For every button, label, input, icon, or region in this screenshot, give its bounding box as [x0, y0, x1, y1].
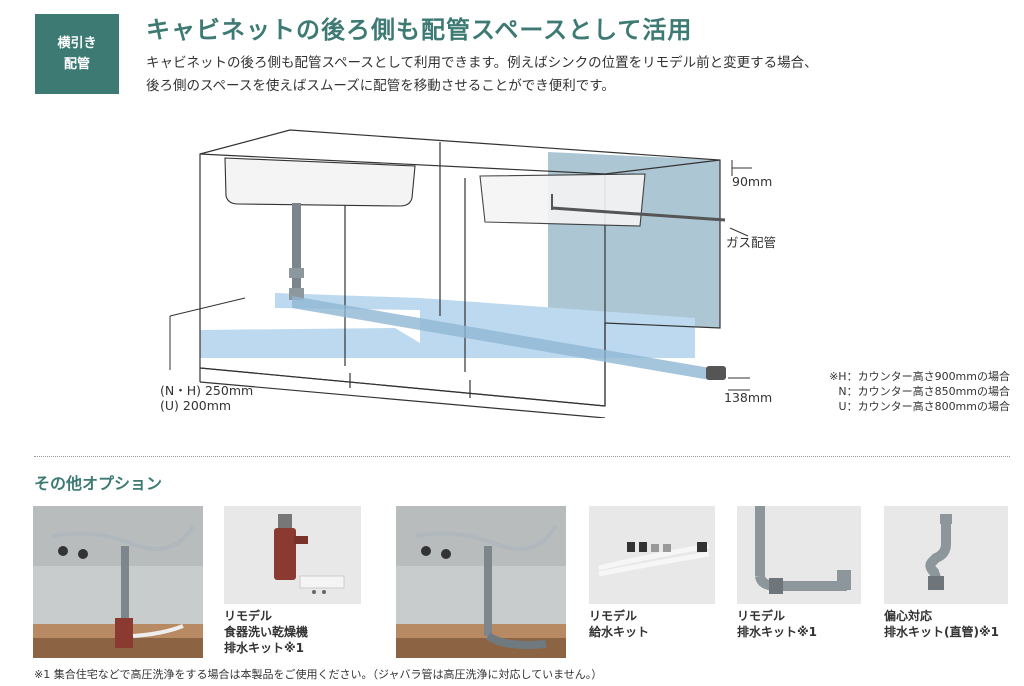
- caption-2-line-2: 食器洗い乾燥機: [224, 625, 309, 639]
- caption-2-line-3: 排水キット※1: [224, 641, 305, 655]
- option-photo-2: [224, 506, 361, 604]
- option-photo-6: [884, 506, 1008, 604]
- description-line-2: 後ろ側のスペースを使えばスムーズに配管を移動させることができ便利です。: [146, 78, 615, 94]
- dim-nh: (N・H) 250mm: [160, 383, 254, 398]
- cabinet-piping-diagram: [169, 129, 752, 418]
- caption-6-line-1: 偏心対応: [884, 609, 933, 623]
- dim-bottom: 138mm: [724, 390, 773, 405]
- floor-space: [200, 328, 420, 358]
- note-h: ※H：カウンター高さ900mmの場合: [829, 370, 1010, 383]
- option-photo-5: [737, 506, 861, 604]
- badge-line-2: 配管: [63, 57, 90, 72]
- option-photo-3: [396, 506, 566, 658]
- badge-line-1: 横引き: [57, 36, 97, 51]
- option-caption-2: リモデル 食器洗い乾燥機 排水キット※1: [224, 608, 308, 656]
- option-caption-4: リモデル 給水キット: [589, 608, 649, 640]
- option-photo-4: [589, 506, 715, 604]
- description: キャビネットの後ろ側も配管スペースとして利用できます。例えばシンクの位置をリモデ…: [146, 52, 818, 98]
- note-u: U：カウンター高さ800mmの場合: [838, 400, 1010, 413]
- page-title: キャビネットの後ろ側も配管スペースとして活用: [146, 16, 693, 44]
- caption-4-line-2: 給水キット: [589, 625, 650, 639]
- floor-space-right: [275, 293, 695, 358]
- caption-4-line-1: リモデル: [589, 609, 638, 623]
- dim-top: 90mm: [732, 174, 773, 189]
- option-caption-6: 偏心対応 排水キット(直管)※1: [884, 608, 999, 640]
- footnote: ※1 集合住宅などで高圧洗浄をする場合は本製品をご使用ください。（ジャバラ管は高…: [34, 668, 603, 681]
- caption-5-line-1: リモデル: [737, 609, 786, 623]
- description-line-1: キャビネットの後ろ側も配管スペースとして利用できます。例えばシンクの位置をリモデ…: [146, 55, 818, 71]
- gas-pipe-label: ガス配管: [726, 235, 777, 250]
- divider: [34, 456, 1010, 457]
- caption-6-line-2: 排水キット(直管)※1: [884, 625, 999, 639]
- caption-5-line-2: 排水キット※1: [737, 625, 818, 639]
- section-badge: 横引き 配管: [35, 14, 119, 94]
- option-caption-5: リモデル 排水キット※1: [737, 608, 817, 640]
- option-photo-1: [33, 506, 203, 658]
- options-heading: その他オプション: [34, 474, 163, 493]
- note-n: N：カウンター高さ850mmの場合: [838, 385, 1010, 398]
- counter-height-notes: ※H：カウンター高さ900mmの場合 N：カウンター高さ850mmの場合 U：カ…: [829, 369, 1010, 414]
- dim-u: (U) 200mm: [160, 398, 232, 413]
- caption-2-line-1: リモデル: [224, 609, 273, 623]
